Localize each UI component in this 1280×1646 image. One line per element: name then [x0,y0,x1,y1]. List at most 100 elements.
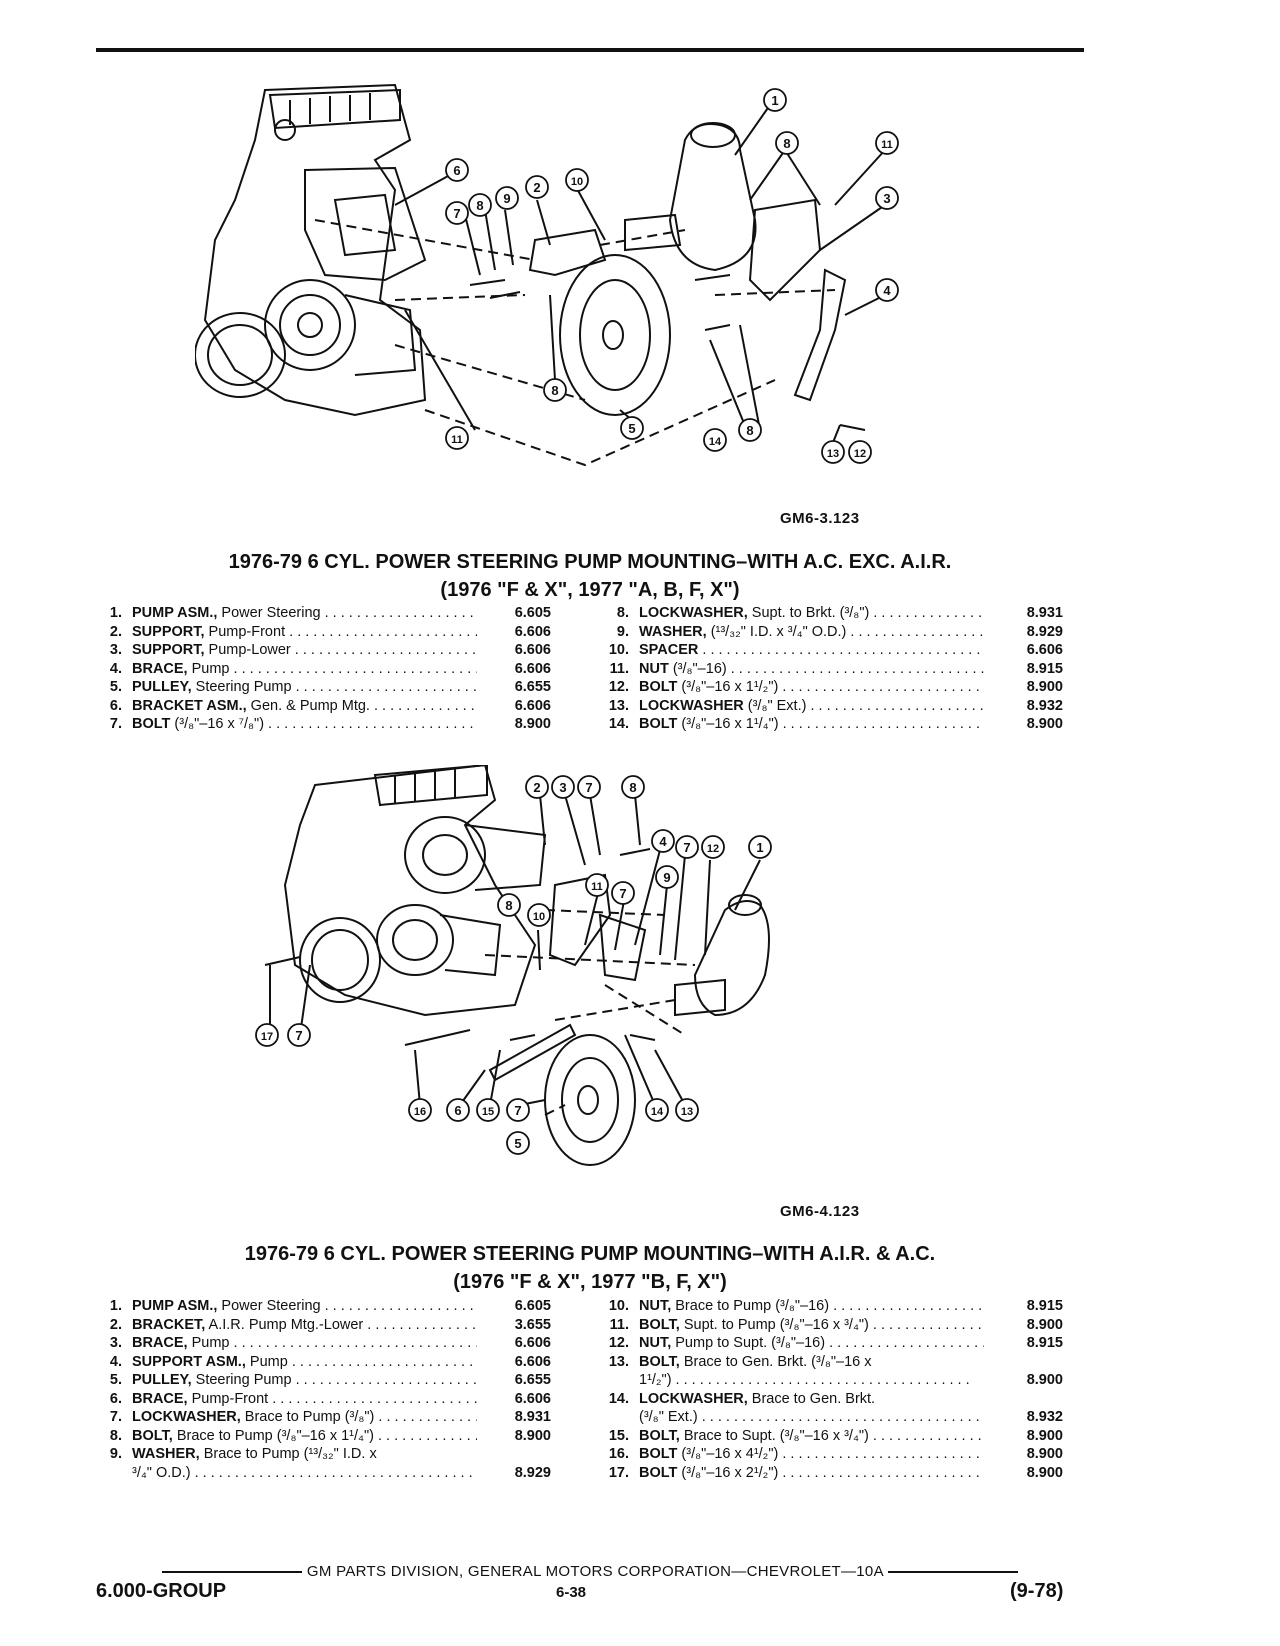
part-number: 7. [109,1409,122,1425]
part-description: LOCKWASHER, Supt. to Brkt. (³/₈") . . . … [639,604,984,623]
part-detail: Pump to Supt. (³/₈"–16) [671,1335,826,1351]
callout-11: 11 [585,873,609,897]
dot-leader: . . . . . . . . . . . . . . . . . . . . … [294,642,477,658]
part-description: SUPPORT, Pump-Front . . . . . . . . . . … [132,623,477,642]
part-group-code: 6.655 [514,679,551,695]
callout-7: 7 [506,1098,530,1122]
part-number: 4. [109,1353,122,1370]
part-detail: Pump-Front [187,1390,269,1407]
part-number: 13. [608,697,629,714]
part-description: PULLEY, Steering Pump . . . . . . . . . … [132,1371,477,1390]
dot-leader: . . . . . . . . . . . . . . . . . . . . … [291,1353,477,1370]
callout-16: 16 [408,1098,432,1122]
part-row: 11.BOLT, Supt. to Pump (³/₈"–16 x ³/₄") … [603,1316,1083,1335]
callout-label: 13 [681,1106,693,1118]
part-description: BOLT (³/₈"–16 x 2¹/₂") . . . . . . . . .… [639,1464,984,1483]
part-detail: Steering Pump [191,679,292,695]
part-row: 4.SUPPORT ASM., Pump . . . . . . . . . .… [96,1353,566,1372]
part-detail: Power Steering [217,605,321,621]
part-group-code: 6.605 [514,605,551,621]
callout-label: 13 [827,448,839,460]
dot-leader: . . . . . . . . . . . . . . . . . . . . … [268,716,477,732]
part-detail: Gen. & Pump Mtg. [246,697,370,714]
part-row: 11.NUT (³/₈"–16) . . . . . . . . . . . .… [603,660,1083,679]
part-detail: ³/₄" O.D.) [132,1464,191,1481]
dot-leader: . . . . . . . . . . . . . . . . . . . . … [324,1298,477,1314]
part-number: 8. [109,1427,122,1444]
part-description: BRACE, Pump . . . . . . . . . . . . . . … [132,660,477,679]
part-detail: Brace to Pump (³/₈") [240,1409,375,1425]
part-group-code: 8.900 [1026,1316,1063,1333]
dot-leader: . . . . . . . . . . . . . . . . . . . . … [233,660,477,677]
top-rule [96,48,1084,52]
part-description: NUT, Pump to Supt. (³/₈"–16) . . . . . .… [639,1334,984,1353]
callout-3: 3 [875,186,899,210]
part-description: BOLT, Brace to Supt. (³/₈"–16 x ³/₄") . … [639,1427,984,1446]
callout-13: 13 [821,440,845,464]
part-name: BRACKET, [132,1316,206,1333]
dot-leader: . . . . . . . . . . . . . . . . . . . . … [289,623,477,640]
part-detail: Brace to Gen. Brkt. [747,1390,876,1407]
parts-list-2-left: 1.PUMP ASM., Power Steering . . . . . . … [96,1297,566,1482]
part-group-code: 6.606 [514,697,551,714]
part-row: 2.BRACKET, A.I.R. Pump Mtg.-Lower . . . … [96,1316,566,1335]
part-detail: (³/₈"–16 x 2¹/₂") [677,1464,779,1481]
part-number: 12. [608,679,629,695]
callout-label: 4 [659,834,667,849]
dot-leader: . . . . . . . . . . . . . . . . . . . . … [833,1298,984,1314]
callout-label: 9 [503,191,510,206]
section-title-1: 1976-79 6 CYL. POWER STEERING PUMP MOUNT… [96,548,1084,604]
part-group-code: 8.932 [1026,1409,1063,1425]
callout-3: 3 [551,775,575,799]
callout-8: 8 [775,131,799,155]
part-group-code: 8.915 [1026,660,1063,677]
part-detail: Supt. to Brkt. (³/₈") [747,605,870,621]
dot-leader: . . . . . . . . . . . . . . . . . . . . … [671,1372,970,1388]
callout-label: 8 [746,423,753,438]
dot-leader: . . . . . . . . . . . . . . . . . . . . … [373,697,477,714]
dot-leader: . . . . . . . . . . . . . . . . . . . . … [782,679,984,695]
callout-10: 10 [527,903,551,927]
callout-12: 12 [848,440,872,464]
callout-label: 11 [881,139,893,151]
part-detail: (¹³/₃₂" I.D. x ³/₄" O.D.) [706,623,847,640]
callout-7: 7 [675,835,699,859]
callout-11: 11 [445,426,469,450]
part-description: 1¹/₂") . . . . . . . . . . . . . . . . .… [639,1371,984,1390]
part-name: BRACKET ASM., [132,697,247,714]
part-row: 1¹/₂") . . . . . . . . . . . . . . . . .… [603,1371,1083,1390]
part-group-code: 6.606 [1026,642,1063,658]
callout-label: 11 [451,434,463,446]
part-number: 9. [616,623,629,640]
callout-8: 8 [468,193,492,217]
part-group-code: 6.655 [514,1372,551,1388]
dot-leader: . . . . . . . . . . . . . . . . . . . . … [810,697,984,714]
part-description: PULLEY, Steering Pump . . . . . . . . . … [132,678,477,697]
part-detail: Brace to Pump (¹³/₃₂" I.D. x [199,1446,377,1462]
footer-publisher: GM PARTS DIVISION, GENERAL MOTORS CORPOR… [306,1563,884,1580]
part-group-code: 8.900 [514,1427,551,1444]
callout-13: 13 [675,1098,699,1122]
dot-leader: . . . . . . . . . . . . . . . . . . . . … [190,1464,477,1481]
callout-9: 9 [495,186,519,210]
part-detail: Pump [187,1335,230,1351]
part-description: LOCKWASHER, Brace to Gen. Brkt. [639,1390,984,1409]
callout-6: 6 [445,158,469,182]
part-name: LOCKWASHER, [639,1390,748,1407]
part-row: 15.BOLT, Brace to Supt. (³/₈"–16 x ³/₄")… [603,1427,1083,1446]
callout-label: 2 [533,180,540,195]
part-name: BRACE, [132,660,188,677]
part-detail: (³/₈" Ext.) [743,697,807,714]
part-group-code: 8.915 [1026,1335,1063,1351]
part-number: 9. [109,1446,122,1462]
part-name: BOLT [639,679,678,695]
dot-leader: . . . . . . . . . . . . . . . . . . . . … [324,605,477,621]
section-title-1-line2: (1976 "F & X", 1977 "A, B, F, X") [440,579,740,601]
part-description: BOLT (³/₈"–16 x 4¹/₂") . . . . . . . . .… [639,1445,984,1464]
part-row: 6.BRACE, Pump-Front . . . . . . . . . . … [96,1390,566,1409]
part-detail: (³/₈"–16 x ⁷/₈") [170,716,265,732]
part-name: SUPPORT ASM., [132,1353,246,1370]
part-name: SUPPORT, [132,642,205,658]
